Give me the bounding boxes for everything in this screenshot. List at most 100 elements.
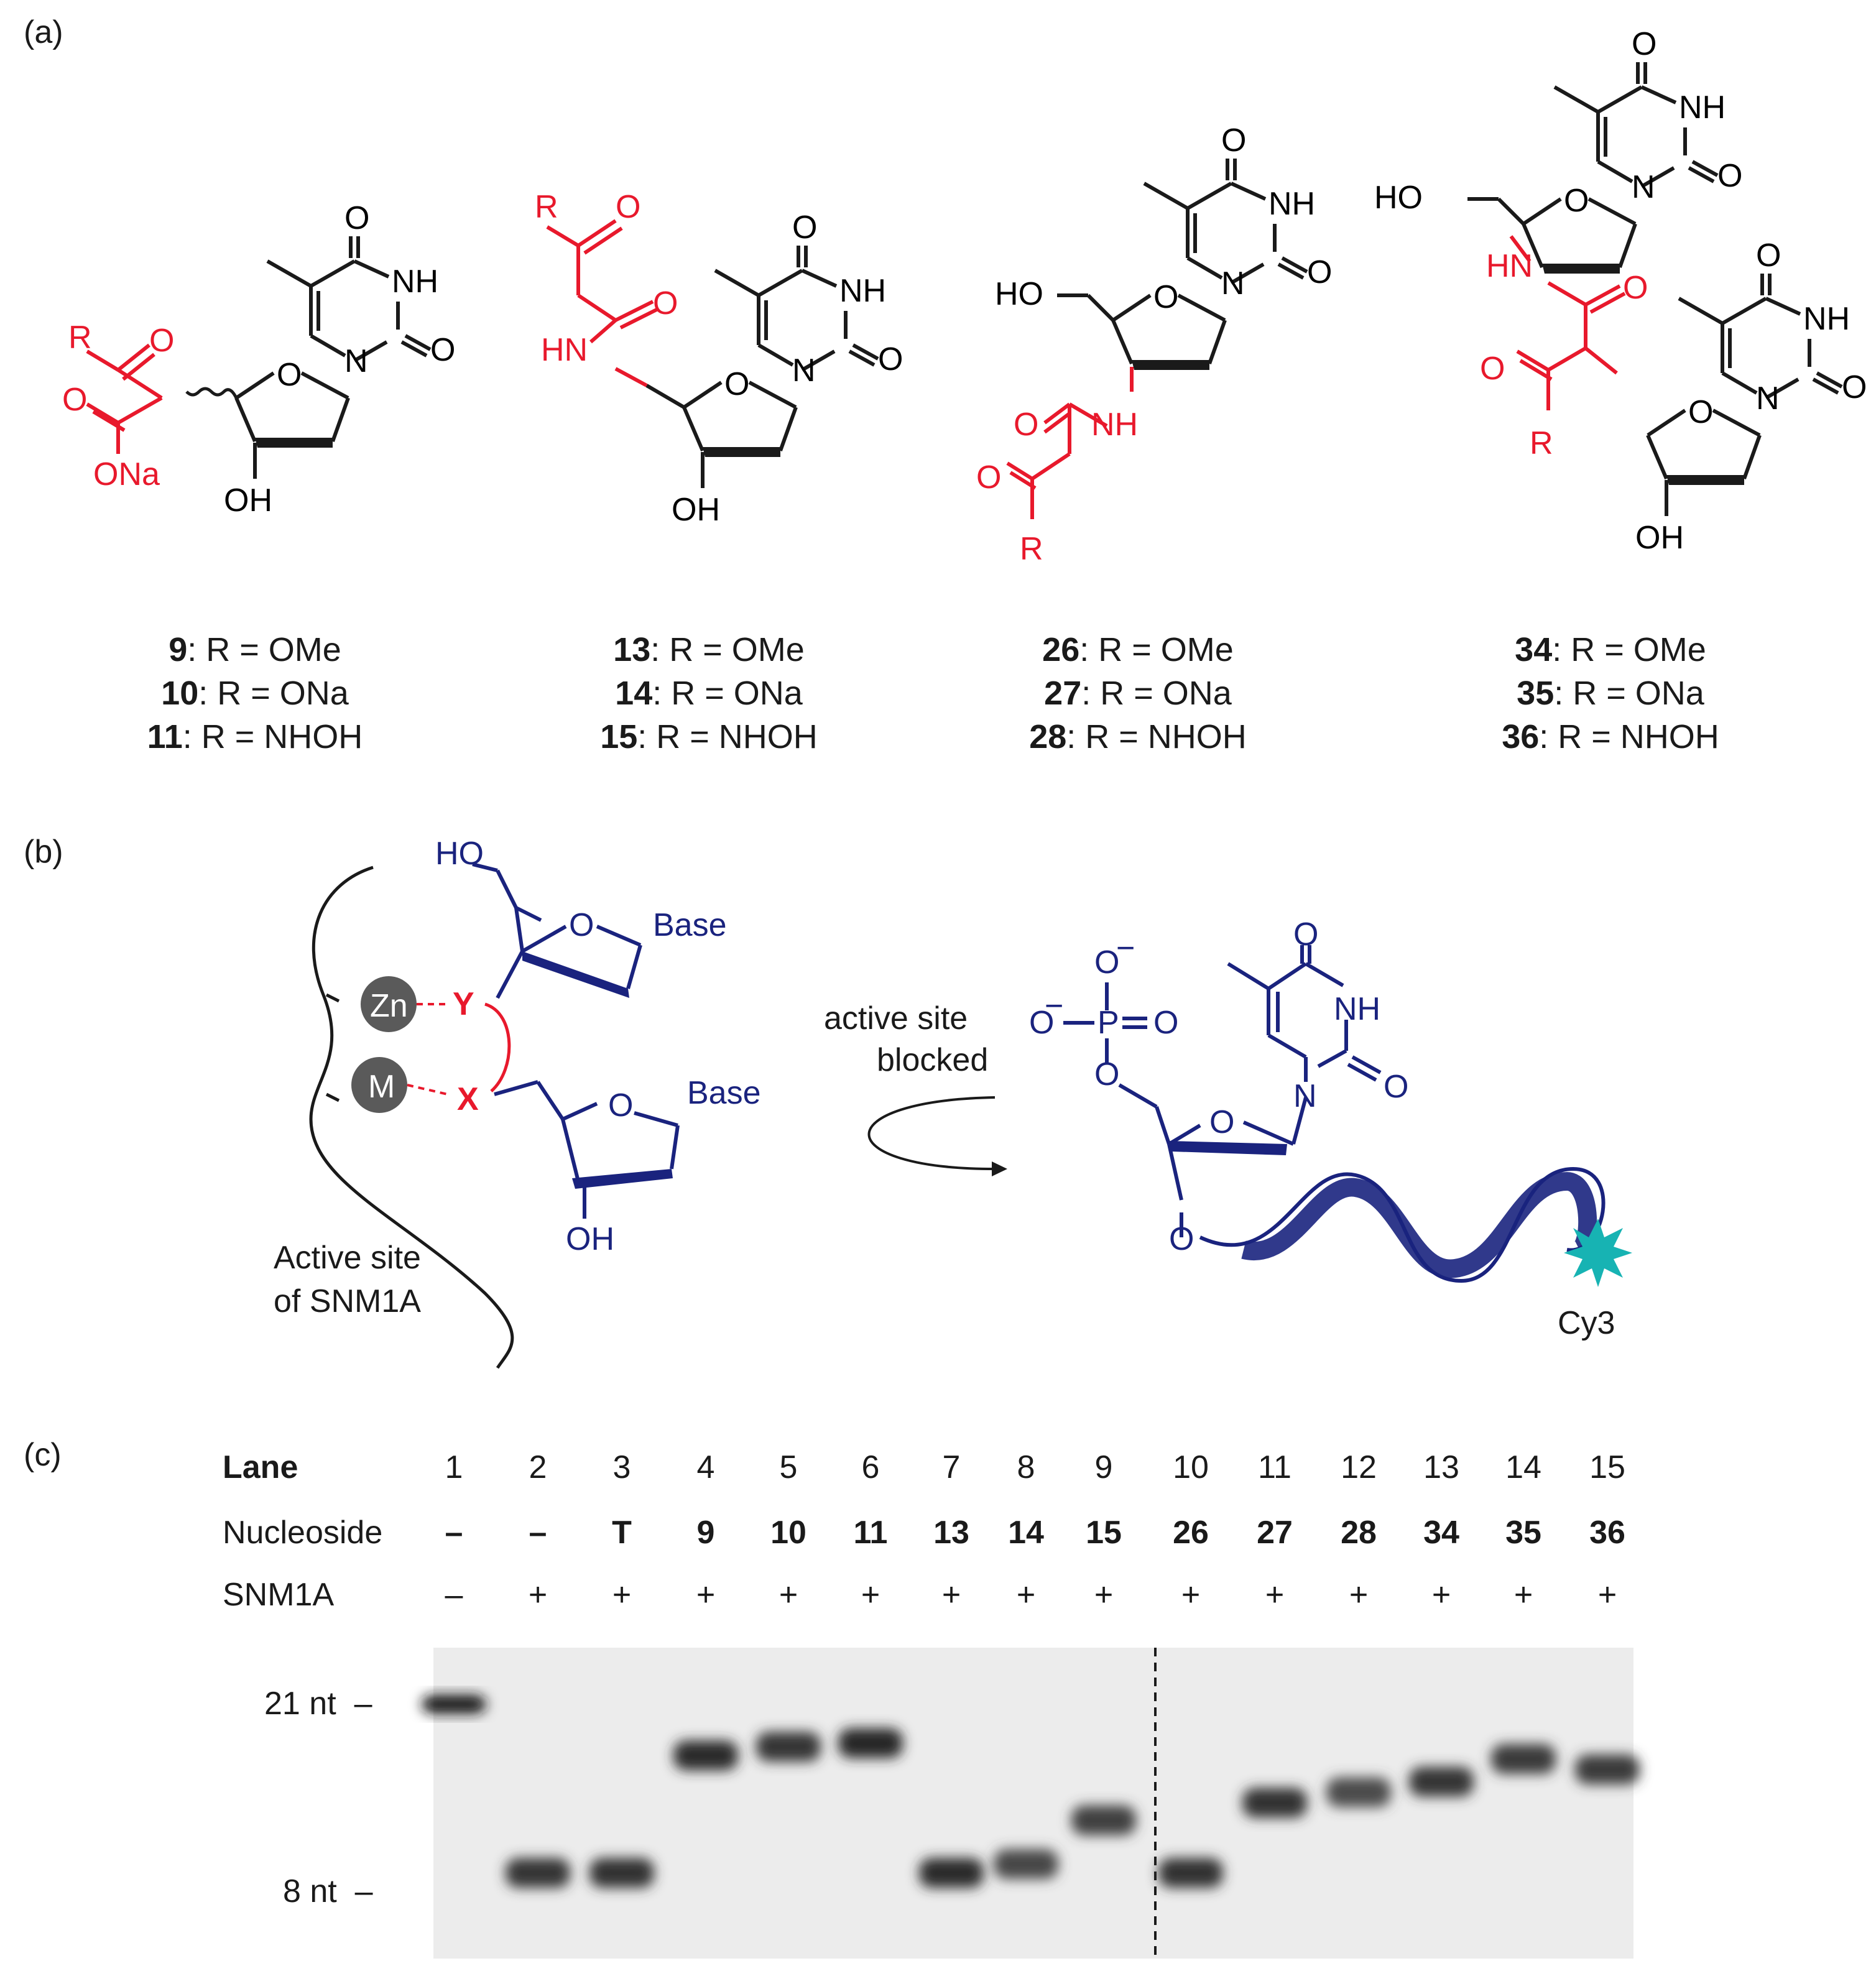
lanes-cell-11: 11 bbox=[1258, 1449, 1291, 1485]
svg-text:OH: OH bbox=[224, 482, 272, 519]
svg-text:O: O bbox=[1384, 1069, 1408, 1105]
nucleosides-cell-14: 35 bbox=[1505, 1515, 1541, 1551]
svg-text:O: O bbox=[1480, 351, 1505, 387]
gel-band-lane-13 bbox=[1409, 1766, 1474, 1797]
gel-band-lane-8 bbox=[994, 1849, 1058, 1880]
svg-text:NH: NH bbox=[1334, 991, 1380, 1027]
snm1a-cell-5: + bbox=[779, 1577, 798, 1613]
row-label-lane: Lane bbox=[223, 1449, 298, 1485]
snm1a-cell-1: – bbox=[445, 1577, 463, 1613]
svg-text:OH: OH bbox=[1635, 520, 1684, 556]
lanes-cell-3: 3 bbox=[612, 1449, 631, 1485]
svg-text:HO: HO bbox=[435, 836, 484, 872]
lanes-cell-4: 4 bbox=[696, 1449, 715, 1485]
svg-text:NH: NH bbox=[1091, 407, 1138, 443]
structure-9-11: O OH R O O ONa bbox=[62, 200, 455, 519]
marker-21nt: 21 nt – bbox=[264, 1686, 372, 1722]
svg-text:O: O bbox=[62, 382, 87, 418]
dna-strand bbox=[1199, 1166, 1606, 1283]
panel-label-c: (c) bbox=[24, 1437, 62, 1473]
caption-line: 10: R = ONa bbox=[161, 675, 349, 712]
svg-text:O: O bbox=[976, 459, 1001, 496]
nucleosides-cell-2: – bbox=[529, 1515, 547, 1551]
svg-text:HO: HO bbox=[995, 276, 1043, 312]
svg-text:O: O bbox=[277, 357, 302, 393]
svg-text:O: O bbox=[1623, 270, 1648, 306]
svg-text:R: R bbox=[1530, 425, 1553, 461]
snm1a-cell-14: + bbox=[1513, 1577, 1533, 1613]
gel-band-lane-3 bbox=[589, 1858, 654, 1888]
caption-line: 15: R = NHOH bbox=[600, 718, 818, 755]
gel-band-lane-4 bbox=[673, 1740, 738, 1771]
nucleosides-cell-4: 9 bbox=[696, 1515, 715, 1551]
caption-line: 9: R = OMe bbox=[169, 631, 341, 668]
gel-band-lane-12 bbox=[1326, 1777, 1391, 1807]
lanes-cell-7: 7 bbox=[942, 1449, 961, 1485]
svg-text:OH: OH bbox=[672, 492, 720, 528]
svg-text:O: O bbox=[1564, 183, 1589, 219]
svg-text:N: N bbox=[1293, 1078, 1317, 1114]
caption-line: 14: R = ONa bbox=[615, 675, 803, 712]
svg-text:R: R bbox=[1020, 531, 1043, 567]
svg-text:O: O bbox=[653, 285, 678, 321]
svg-text:O: O bbox=[1209, 1104, 1234, 1140]
nucleosides-cell-9: 15 bbox=[1086, 1515, 1122, 1551]
gel-band-lane-2 bbox=[506, 1858, 570, 1888]
lanes-cell-1: 1 bbox=[445, 1449, 463, 1485]
snm1a-cell-12: + bbox=[1349, 1577, 1369, 1613]
svg-text:O: O bbox=[1094, 944, 1119, 981]
caption-line: 34: R = OMe bbox=[1515, 631, 1706, 668]
nucleosides-cell-8: 14 bbox=[1008, 1515, 1044, 1551]
gel-background bbox=[433, 1648, 1633, 1959]
caption-group-1: 9: R = OMe 10: R = ONa 11: R = NHOH bbox=[93, 628, 417, 759]
caption-group-3: 26: R = OMe 27: R = ONa 28: R = NHOH bbox=[976, 628, 1300, 759]
panel-a-structures: N NH O O O O OH bbox=[62, 0, 1876, 567]
svg-text:O: O bbox=[569, 907, 594, 943]
svg-text:O: O bbox=[1014, 407, 1038, 443]
caption-line: 13: R = OMe bbox=[613, 631, 805, 668]
caption-line: 35: R = ONa bbox=[1517, 675, 1704, 712]
lanes-cell-8: 8 bbox=[1017, 1449, 1035, 1485]
active-site-label-2: of SNM1A bbox=[274, 1283, 421, 1319]
gel-band-lane-6 bbox=[838, 1728, 903, 1758]
gel-band-lane-11 bbox=[1242, 1788, 1307, 1818]
snm1a-cell-13: + bbox=[1431, 1577, 1451, 1613]
lanes-cell-10: 10 bbox=[1173, 1449, 1209, 1485]
marker-8nt: 8 nt – bbox=[283, 1873, 373, 1909]
base-label-top: Base bbox=[653, 907, 727, 943]
cy3-fluorophore bbox=[1564, 1219, 1632, 1287]
lanes-cell-13: 13 bbox=[1423, 1449, 1459, 1485]
svg-text:O: O bbox=[1293, 916, 1318, 953]
base-label-bottom: Base bbox=[687, 1075, 761, 1111]
svg-text:O: O bbox=[1094, 1056, 1119, 1092]
structure-26-28: O HO O NH O R bbox=[976, 122, 1332, 567]
structure-13-15: O OH R O O HN bbox=[535, 189, 903, 528]
gel-band-lane-9 bbox=[1071, 1805, 1136, 1835]
nucleosides-cell-12: 28 bbox=[1341, 1515, 1377, 1551]
active-site-label-1: Active site bbox=[274, 1240, 421, 1276]
svg-text:HN: HN bbox=[541, 332, 588, 368]
snm1a-cell-10: + bbox=[1181, 1577, 1201, 1613]
lanes-cell-14: 14 bbox=[1505, 1449, 1541, 1485]
caption-line: 27: R = ONa bbox=[1044, 675, 1232, 712]
svg-text:R: R bbox=[535, 189, 558, 225]
panel-label-a: (a) bbox=[24, 14, 63, 50]
svg-text:−: − bbox=[1045, 988, 1063, 1024]
svg-text:O: O bbox=[1169, 1221, 1194, 1257]
svg-text:HN: HN bbox=[1486, 248, 1533, 284]
nucleosides-cell-13: 34 bbox=[1423, 1515, 1459, 1551]
svg-text:O: O bbox=[1153, 1005, 1178, 1041]
row-label-snm1a: SNM1A bbox=[223, 1577, 335, 1613]
svg-text:O: O bbox=[1029, 1005, 1054, 1041]
snm1a-cell-8: + bbox=[1016, 1577, 1036, 1613]
nucleosides-cell-6: 11 bbox=[853, 1515, 888, 1551]
svg-text:O: O bbox=[1688, 394, 1713, 430]
structure-34-36-lower: O OH O HN O R bbox=[1480, 235, 1867, 556]
lanes-cell-9: 9 bbox=[1094, 1449, 1113, 1485]
y-label: Y bbox=[453, 986, 474, 1022]
lanes-cell-2: 2 bbox=[529, 1449, 547, 1485]
active-site-curve bbox=[309, 865, 514, 1369]
snm1a-cell-2: + bbox=[528, 1577, 548, 1613]
